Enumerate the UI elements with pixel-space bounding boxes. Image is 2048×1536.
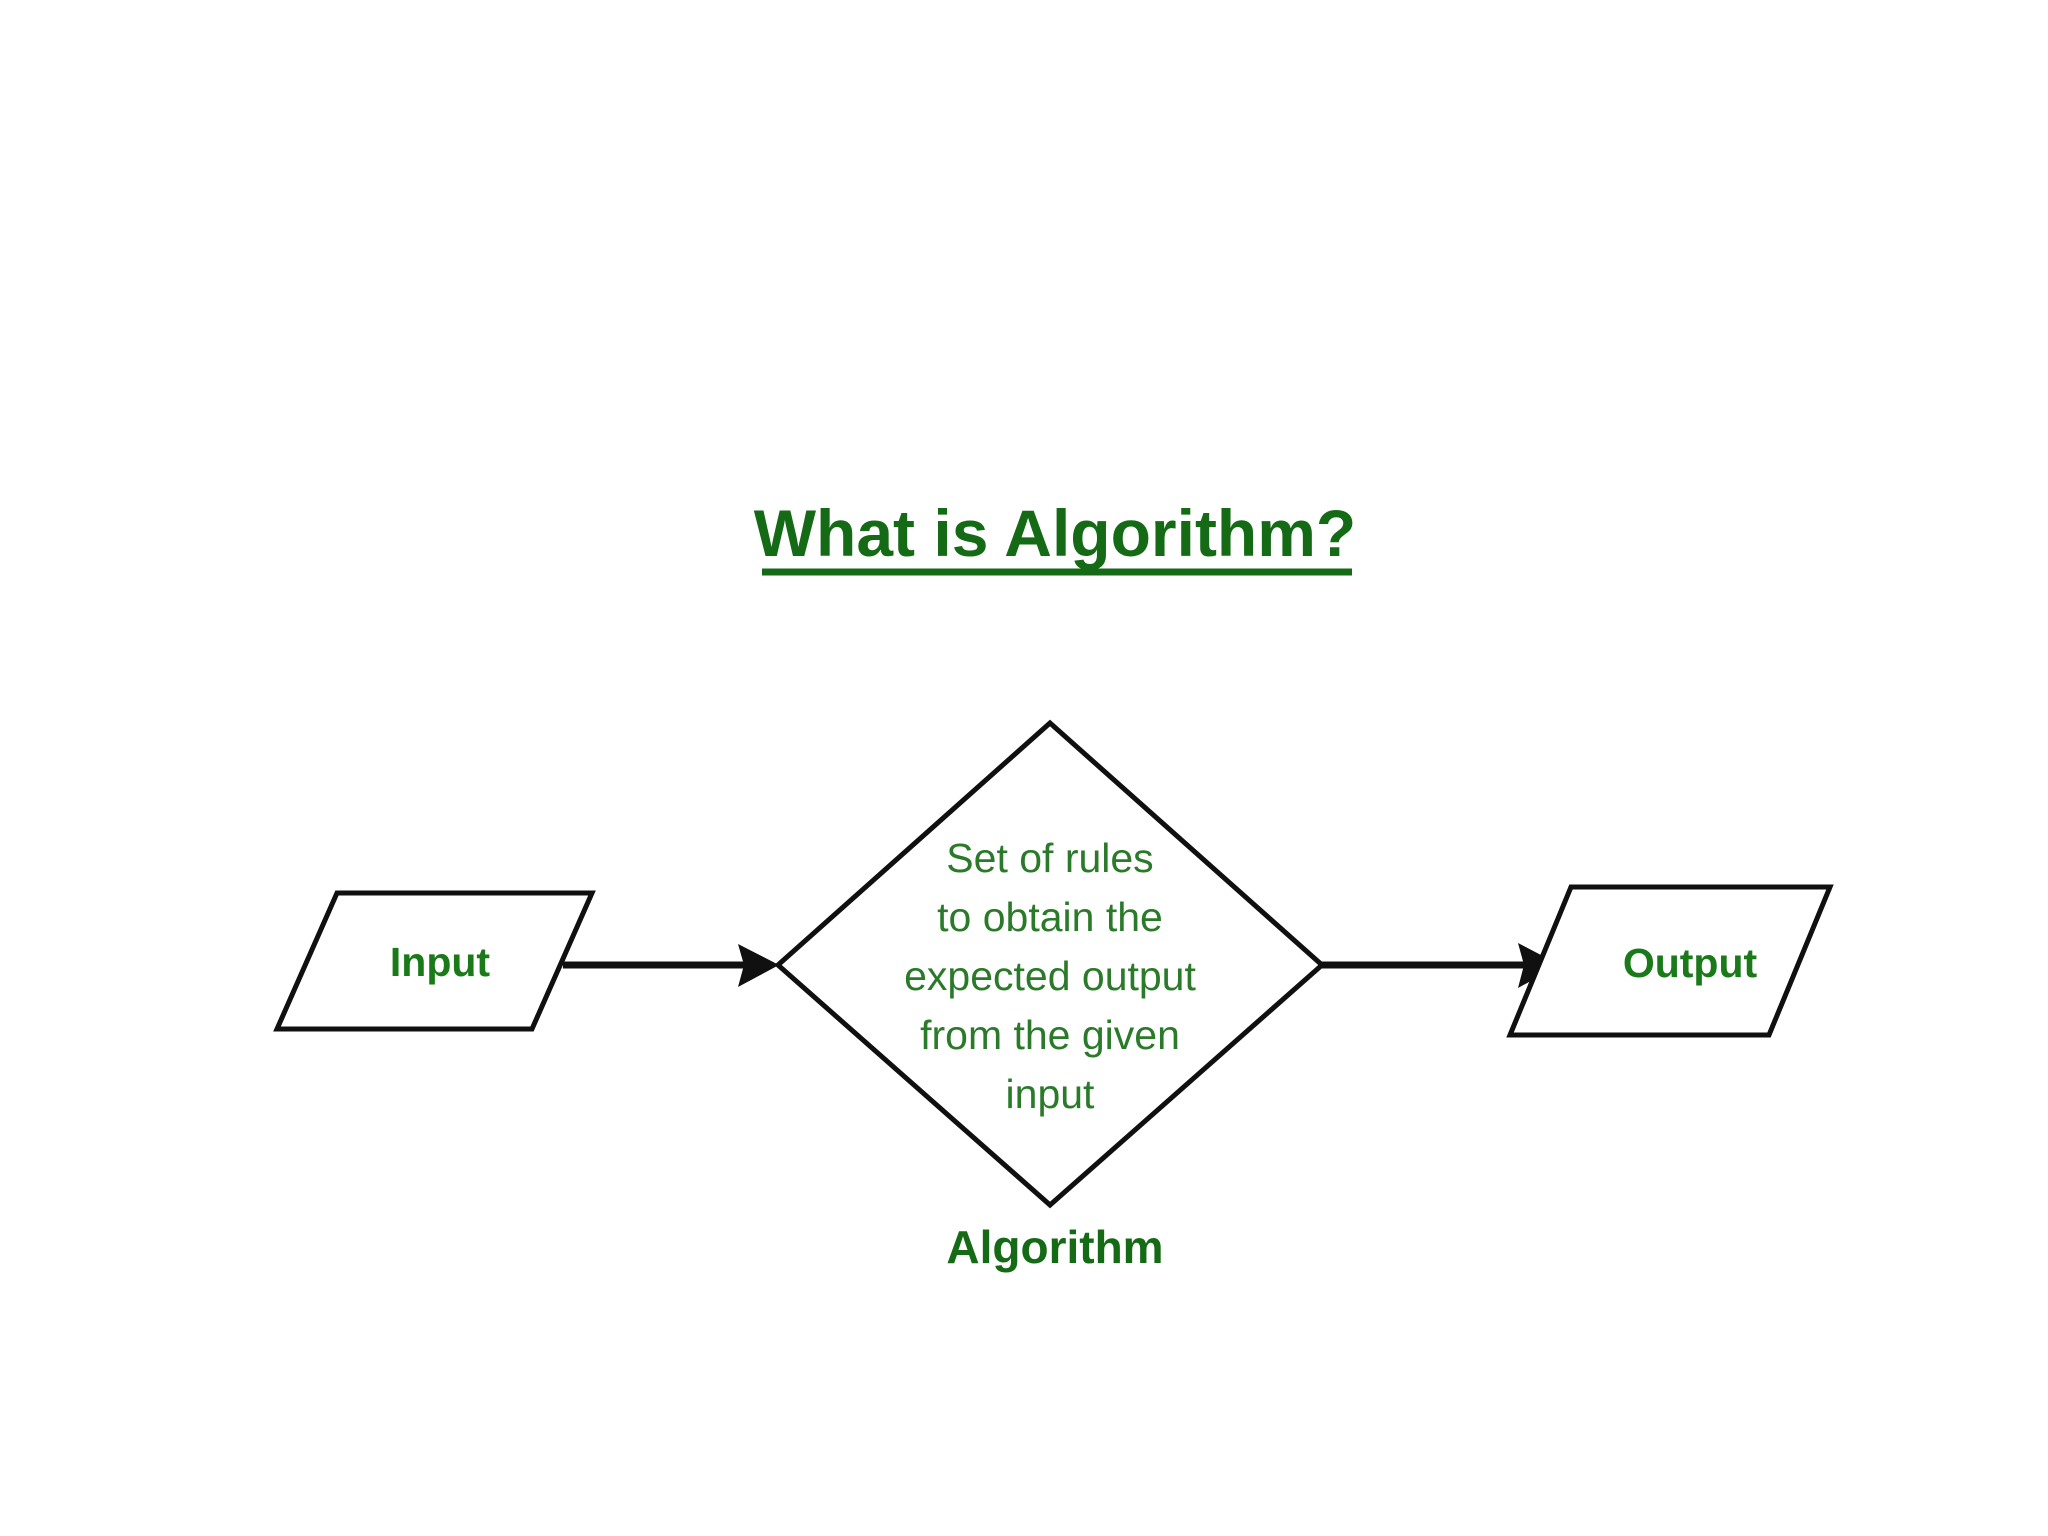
algorithm-body-line-3: expected output bbox=[904, 953, 1196, 999]
edge-input-to-algorithm-arrowhead bbox=[738, 944, 779, 987]
input-parallelogram-shape[interactable] bbox=[273, 890, 596, 1032]
edge-algorithm-to-output bbox=[1322, 943, 1560, 988]
algorithm-body-line-1: Set of rules bbox=[946, 835, 1153, 881]
algorithm-diamond-shape[interactable] bbox=[774, 719, 1326, 1209]
node-input[interactable]: Input bbox=[273, 890, 596, 1032]
node-output[interactable]: Output bbox=[1506, 884, 1834, 1038]
page-title: What is Algorithm? bbox=[754, 496, 1357, 570]
input-label: Input bbox=[390, 939, 491, 985]
output-label: Output bbox=[1623, 940, 1758, 986]
algorithm-body-line-5: input bbox=[1006, 1071, 1096, 1117]
output-parallelogram-shape[interactable] bbox=[1506, 884, 1834, 1038]
node-algorithm[interactable]: Set of rules to obtain the expected outp… bbox=[774, 719, 1326, 1273]
page-title-group: What is Algorithm? bbox=[754, 496, 1357, 576]
algorithm-body-line-2: to obtain the bbox=[937, 894, 1163, 940]
algorithm-caption: Algorithm bbox=[946, 1221, 1163, 1273]
algorithm-body-line-4: from the given bbox=[920, 1012, 1180, 1058]
edge-input-to-algorithm bbox=[563, 944, 779, 987]
